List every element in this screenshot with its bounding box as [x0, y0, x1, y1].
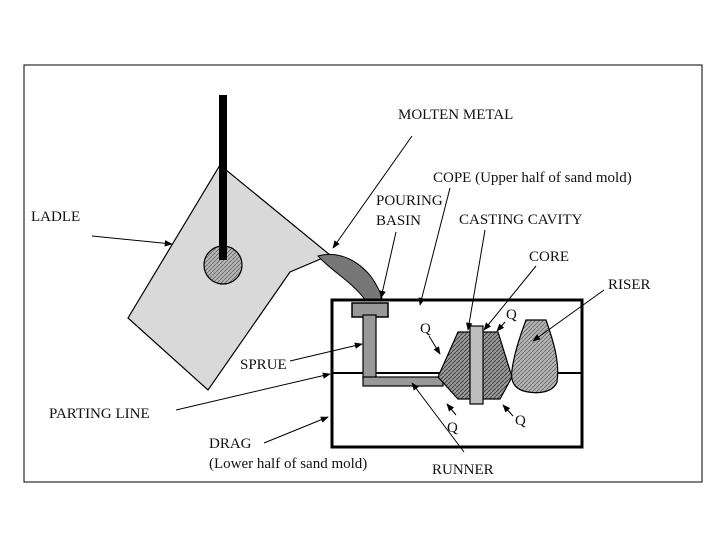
label-runner: RUNNER	[432, 462, 494, 478]
riser	[510, 319, 559, 394]
q-label-4: Q	[515, 413, 526, 429]
figure-frame	[23, 64, 703, 483]
q-label-3: Q	[447, 420, 458, 436]
arrow-riser	[532, 289, 605, 342]
ladle-handle	[219, 95, 227, 260]
label-molten-metal: MOLTEN METAL	[398, 107, 513, 123]
arrow-molten-metal	[332, 135, 413, 249]
arrow-cope	[418, 187, 451, 306]
label-sprue: SPRUE	[240, 357, 287, 373]
q-arrow-1	[428, 335, 441, 355]
runner-channel	[362, 376, 444, 387]
label-ladle: LADLE	[31, 209, 80, 225]
arrow-pouring-basin	[379, 231, 397, 299]
sprue	[362, 314, 377, 380]
q-label-2: Q	[506, 307, 517, 323]
label-cope: COPE (Upper half of sand mold)	[433, 170, 632, 186]
label-casting-cavity: CASTING CAVITY	[459, 212, 583, 228]
arrow-ladle	[91, 235, 173, 247]
label-pouring-basin-line2: BASIN	[376, 213, 421, 229]
q-arrow-2	[496, 321, 506, 332]
label-parting-line: PARTING LINE	[49, 406, 150, 422]
core	[469, 325, 484, 405]
label-drag-line2: (Lower half of sand mold)	[209, 456, 367, 472]
arrow-runner	[411, 382, 465, 453]
q-arrow-4	[502, 404, 514, 417]
q-arrow-3	[446, 403, 457, 416]
label-core: CORE	[529, 249, 569, 265]
arrow-core	[483, 265, 537, 331]
arrow-parting-line	[175, 372, 331, 411]
arrow-sprue	[289, 342, 363, 362]
arrow-casting-cavity	[466, 229, 486, 331]
label-drag-line1: DRAG	[209, 436, 252, 452]
arrow-drag	[263, 416, 329, 444]
q-label-1: Q	[420, 321, 431, 337]
label-riser: RISER	[608, 277, 651, 293]
label-pouring-basin-line1: POURING	[376, 193, 443, 209]
